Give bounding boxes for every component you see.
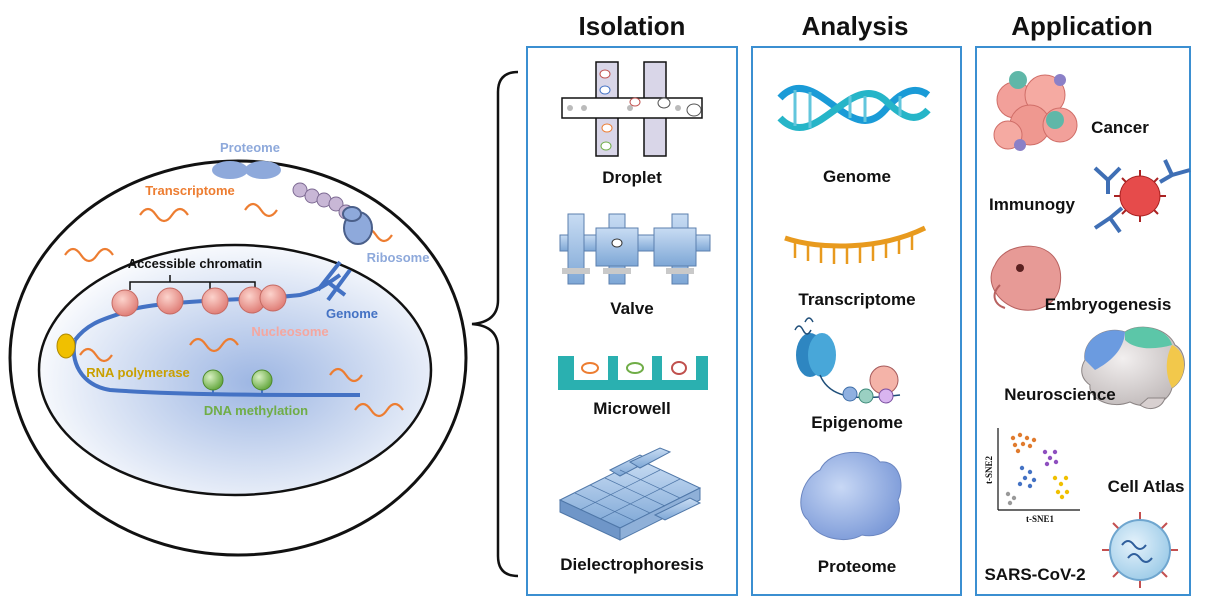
header-analysis: Analysis	[802, 11, 909, 41]
cancer-cells-icon	[993, 71, 1078, 151]
tsne-cluster-purple	[1042, 449, 1059, 467]
protein-blob-icon	[800, 451, 902, 541]
dna-strand-lower	[71, 339, 361, 397]
label-dna-methylation: DNA methylation	[204, 403, 308, 418]
sars-cov-2-virus-icon	[1102, 512, 1178, 588]
application-item-cell-atlas: Cell Atlas	[1108, 477, 1185, 496]
panel-application	[975, 46, 1191, 596]
application-item-cancer: Cancer	[1091, 118, 1149, 137]
dielectrophoresis-grid	[574, 469, 681, 522]
epigenome-icon	[794, 317, 901, 404]
header-isolation: Isolation	[579, 11, 686, 41]
application-item-embryogenesis: Embryogenesis	[1045, 295, 1172, 314]
chromosome-x	[316, 260, 352, 302]
application-item-sars-cov-2: SARS-CoV-2	[984, 565, 1085, 584]
label-transcriptome: Transcriptome	[145, 183, 235, 198]
mrna-strand-icon	[784, 225, 927, 264]
dna-helix-icon	[777, 85, 931, 131]
tsne-x-label: t-SNE1	[1026, 514, 1055, 524]
antibody-virus-icon	[1093, 159, 1191, 234]
tsne-cluster-orange	[1010, 432, 1037, 454]
isolation-item-valve: Valve	[610, 299, 654, 318]
cell-diagram: Proteome Transcriptome Ribosome Accessib…	[8, 140, 468, 557]
label-accessible-chromatin: Accessible chromatin	[128, 256, 262, 271]
tsne-cluster-blue	[1017, 465, 1037, 489]
isolation-item-microwell: Microwell	[593, 399, 670, 418]
label-ribosome: Ribosome	[367, 250, 430, 265]
embryo-icon	[990, 245, 1062, 311]
brain-icon	[1081, 326, 1185, 409]
application-item-immunogy: Immunogy	[989, 195, 1075, 214]
label-nucleosome: Nucleosome	[251, 324, 328, 339]
valve-device-icon	[559, 213, 711, 285]
analysis-item-proteome: Proteome	[818, 557, 896, 576]
analysis-item-transcriptome: Transcriptome	[798, 290, 915, 309]
tsne-cluster-yellow	[1052, 475, 1070, 500]
panel-analysis	[751, 46, 962, 596]
label-rna-polymerase: RNA polymerase	[86, 365, 190, 380]
curly-brace	[471, 70, 519, 578]
label-genome: Genome	[326, 306, 378, 321]
tsne-plot: t-SNE1 t-SNE2	[984, 428, 1080, 524]
analysis-item-genome: Genome	[823, 167, 891, 186]
label-proteome: Proteome	[220, 140, 280, 155]
isolation-item-droplet: Droplet	[602, 168, 662, 187]
tsne-y-label: t-SNE2	[984, 456, 994, 485]
analysis-item-epigenome: Epigenome	[811, 413, 903, 432]
tsne-cluster-grey	[1005, 491, 1017, 506]
methylation-marks	[202, 369, 273, 395]
ribosome-icon	[292, 182, 373, 245]
nucleosomes	[111, 284, 287, 317]
dielectrophoresis-icon	[558, 447, 702, 541]
microwell-icon	[558, 356, 708, 390]
mrna-squiggles	[64, 202, 404, 418]
application-item-neuroscience: Neuroscience	[1004, 385, 1116, 404]
rna-polymerase-icon	[56, 333, 76, 359]
proteome-icon	[212, 161, 281, 179]
droplet-device-icon	[561, 61, 703, 157]
panel-isolation	[526, 46, 738, 596]
isolation-item-dielectrophoresis: Dielectrophoresis	[560, 555, 704, 574]
header-application: Application	[1011, 11, 1153, 41]
